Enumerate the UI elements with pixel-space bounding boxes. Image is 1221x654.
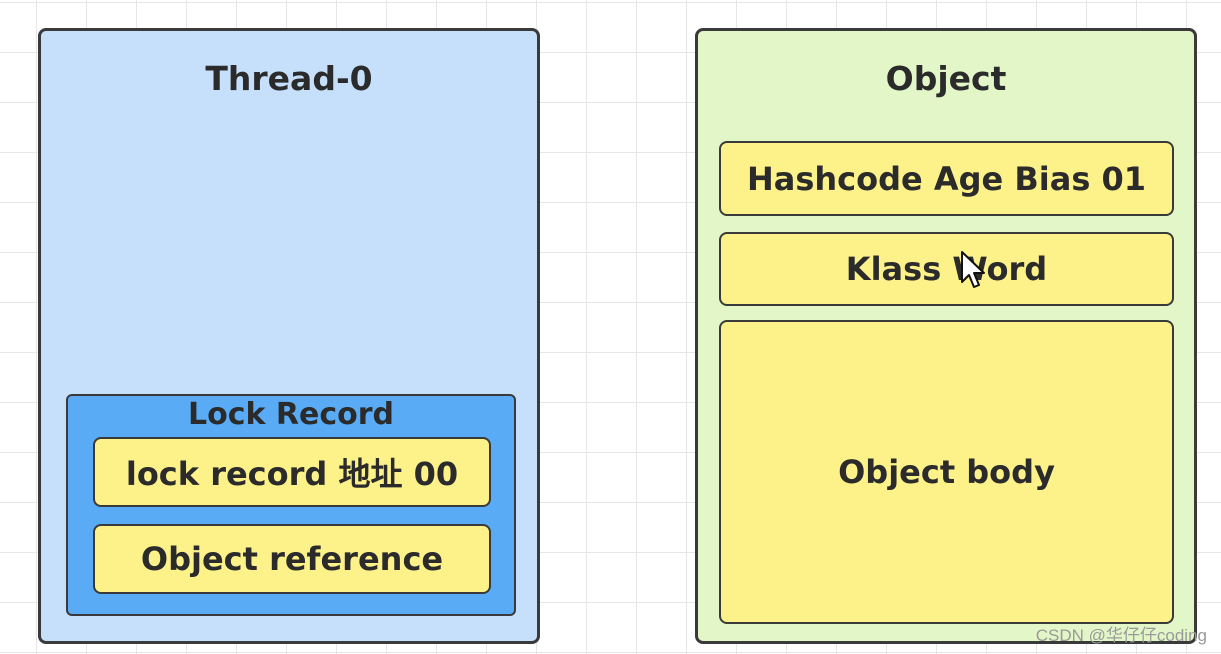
klass-word-field: Klass Word xyxy=(719,232,1174,306)
thread-panel: Thread-0 Lock Record lock record 地址 00 O… xyxy=(38,28,540,644)
object-body-field: Object body xyxy=(719,320,1174,624)
object-panel: Object Hashcode Age Bias 01 Klass Word O… xyxy=(695,28,1197,644)
thread-title: Thread-0 xyxy=(205,59,373,98)
mark-word-field: Hashcode Age Bias 01 xyxy=(719,141,1174,216)
object-title: Object xyxy=(885,59,1007,98)
csdn-watermark: CSDN @华仔仔coding xyxy=(1035,626,1207,645)
lock-record-box: Lock Record lock record 地址 00 Object ref… xyxy=(66,394,516,616)
object-reference-field: Object reference xyxy=(93,524,491,594)
mouse-pointer-icon xyxy=(961,251,985,288)
lock-record-address-field: lock record 地址 00 xyxy=(93,437,491,507)
lock-record-title: Lock Record xyxy=(187,397,394,432)
